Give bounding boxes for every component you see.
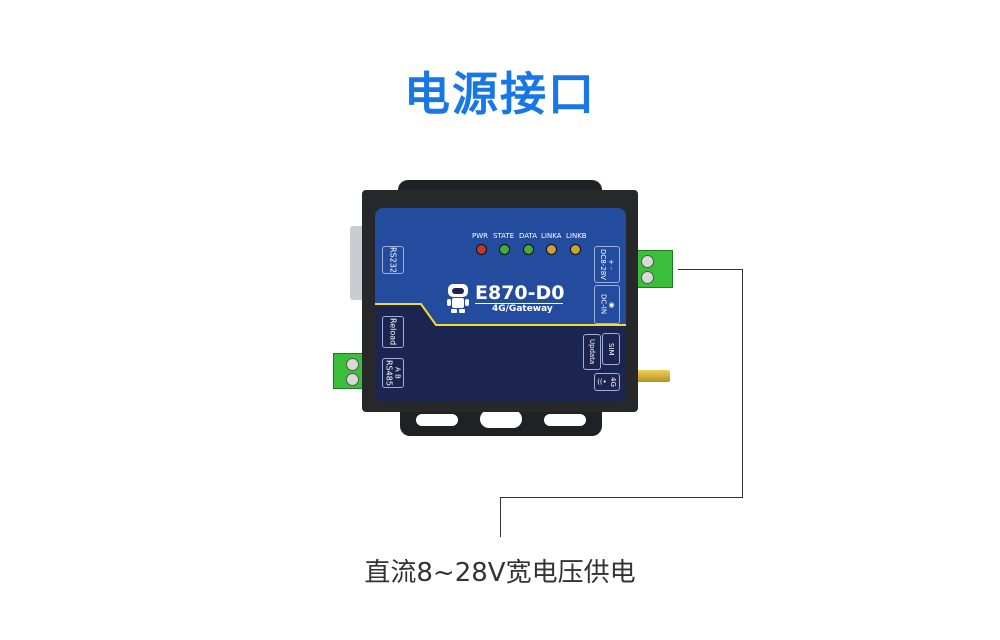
antenna-4g-label: ((•4G	[594, 373, 620, 391]
robot-logo-icon	[447, 284, 469, 313]
update-button: Updata	[583, 334, 601, 370]
callout-line	[500, 497, 501, 537]
power-terminal	[637, 250, 673, 288]
led-pwr	[476, 244, 487, 255]
device-model: E870-D0	[475, 282, 565, 304]
led-linkb	[570, 244, 581, 255]
led-label-state: STATE	[493, 232, 515, 240]
front-panel: PWR STATE DATA LINKA LINKB RS232 Reload …	[375, 208, 626, 402]
sim-slot: SIM	[602, 333, 620, 365]
antenna-connector	[636, 370, 670, 382]
callout-line	[500, 497, 743, 498]
callout-line	[742, 269, 743, 498]
rs232-label: RS232	[382, 246, 404, 274]
led-label-pwr: PWR	[472, 232, 489, 240]
device-subtitle: 4G/Gateway	[492, 304, 553, 314]
callout-line	[678, 269, 743, 270]
led-data	[523, 244, 534, 255]
led-label-linkb: LINKB	[566, 232, 587, 240]
page-title: 电源接口	[404, 67, 596, 121]
power-caption: 直流8~28V宽电压供电	[364, 558, 636, 588]
rs485-terminal	[333, 353, 365, 389]
wireless-icon: ((•	[597, 378, 607, 386]
reload-button: Reload	[382, 316, 404, 348]
led-label-linka: LINKA	[541, 232, 562, 240]
panel-upper-band	[375, 208, 626, 326]
dc-voltage-label: DC8-28V+ -	[594, 246, 620, 283]
dc-in-port: DC-IN◉	[594, 285, 620, 324]
led-state	[499, 244, 510, 255]
led-linka	[546, 244, 557, 255]
led-label-data: DATA	[519, 232, 538, 240]
